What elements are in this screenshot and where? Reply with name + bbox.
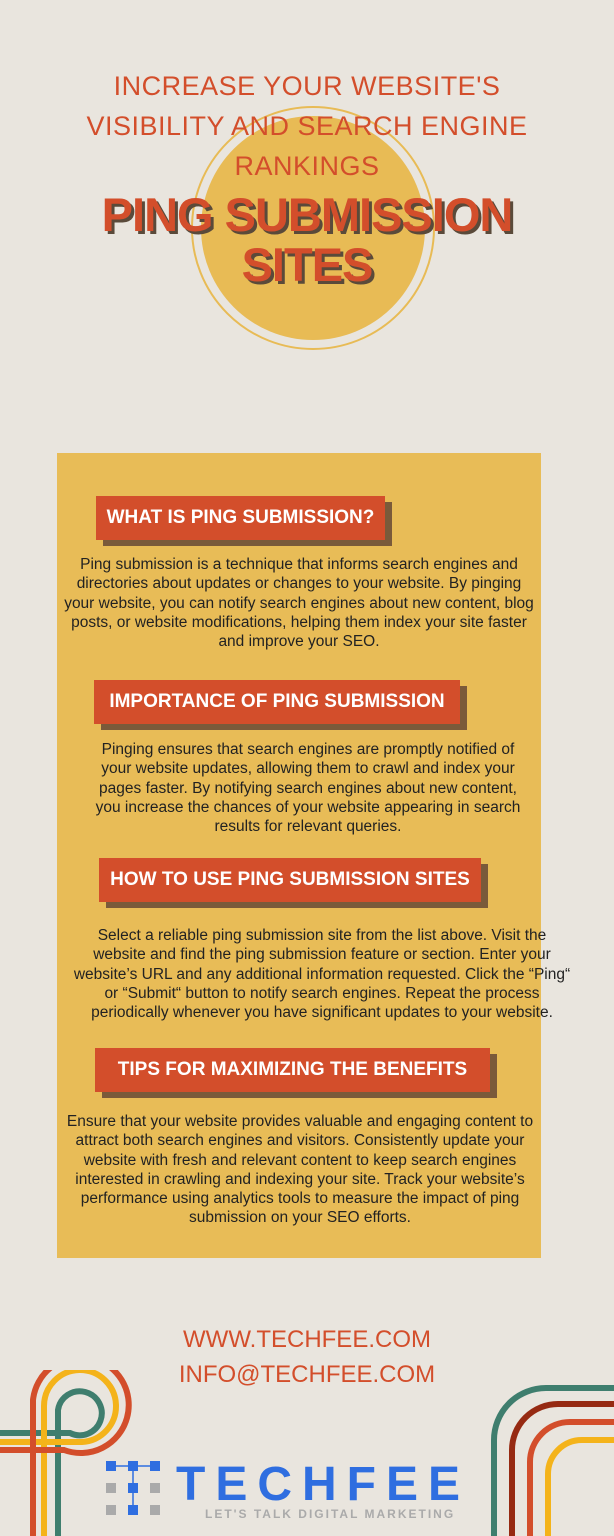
subtitle-line: RANKINGS xyxy=(234,151,380,181)
decorative-lines xyxy=(0,1370,614,1536)
footer-contact: WWW.TECHFEE.COM INFO@TECHFEE.COM xyxy=(0,1322,614,1392)
subtitle-line: INCREASE YOUR WEBSITE'S xyxy=(113,71,501,101)
title-line: SITES xyxy=(241,238,374,291)
subtitle-line: VISIBILITY AND SEARCH ENGINE xyxy=(86,111,528,141)
section-body: Ensure that your website provides valuab… xyxy=(66,1113,534,1227)
section-heading: WHAT IS PING SUBMISSION? xyxy=(96,496,385,540)
content-panel xyxy=(57,453,541,1258)
logo-name: TECHFEE xyxy=(176,1458,471,1511)
decorative-circle-ring xyxy=(191,106,435,350)
section-heading: HOW TO USE PING SUBMISSION SITES xyxy=(99,858,481,902)
logo-tagline: LET'S TALK DIGITAL MARKETING xyxy=(205,1507,456,1521)
decorative-circle xyxy=(201,116,425,340)
page-title: PING SUBMISSION SITES xyxy=(0,190,614,290)
subtitle: INCREASE YOUR WEBSITE'S VISIBILITY AND S… xyxy=(0,66,614,186)
section-heading: TIPS FOR MAXIMIZING THE BENEFITS xyxy=(95,1048,490,1092)
section-body: Pinging ensures that search engines are … xyxy=(95,741,521,836)
techfee-logo-icon xyxy=(106,1461,160,1515)
section-body: Select a reliable ping submission site f… xyxy=(73,927,571,1022)
title-line: PING SUBMISSION xyxy=(101,188,514,241)
section-heading: IMPORTANCE OF PING SUBMISSION xyxy=(94,680,460,724)
section-body: Ping submission is a technique that info… xyxy=(64,556,534,651)
website-link[interactable]: WWW.TECHFEE.COM xyxy=(183,1326,431,1353)
email-link[interactable]: INFO@TECHFEE.COM xyxy=(178,1361,436,1388)
